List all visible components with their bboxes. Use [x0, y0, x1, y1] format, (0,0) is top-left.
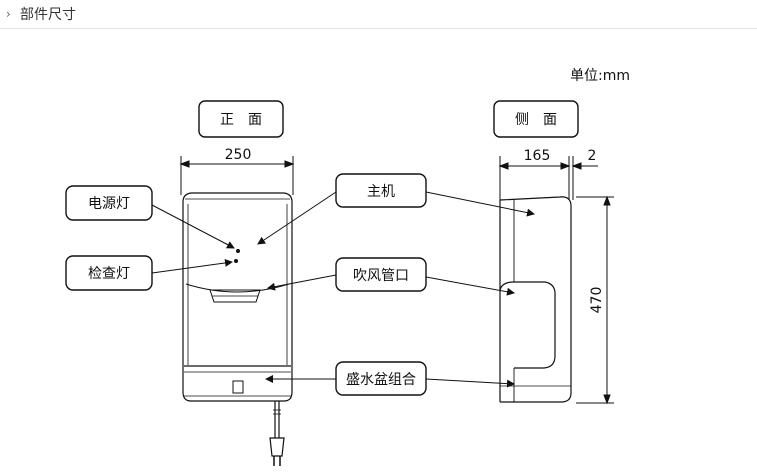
front-view-title: 正 面	[220, 112, 262, 128]
power-plug	[269, 401, 285, 466]
callout-check-light: 检查灯	[88, 266, 130, 282]
front-width-value: 250	[225, 147, 252, 163]
blow-outlet-arrow-side	[425, 276, 515, 296]
side-view-device	[499, 196, 572, 403]
height-value: 470	[589, 287, 605, 314]
front-width-dimension	[179, 156, 295, 195]
callout-basin-assembly: 盛水盆组合	[346, 372, 416, 388]
callout-blow-outlet: 吹风管口	[353, 268, 409, 284]
chevron-right-icon: ›	[6, 7, 11, 21]
callout-power-light: 电源灯	[88, 196, 130, 212]
side-view-title: 侧 面	[515, 112, 557, 128]
height-dimension	[576, 195, 614, 405]
front-view-device	[182, 192, 293, 402]
front-view-box	[198, 100, 284, 138]
unit-label: 单位:mm	[570, 68, 630, 84]
blow-outlet-arrow-front	[267, 274, 337, 291]
side-depth-dimension	[498, 156, 598, 200]
callout-power-light-box	[65, 185, 153, 221]
check-light-arrow	[151, 258, 233, 274]
section-title: 部件尺寸	[20, 7, 76, 23]
basin-arrow-side	[425, 378, 515, 388]
main-unit-arrow-side	[425, 191, 535, 217]
section-header: › 部件尺寸	[0, 0, 757, 29]
side-depth-value: 165	[524, 148, 551, 164]
callout-blow-outlet-box	[335, 257, 427, 292]
power-light-arrow	[151, 204, 235, 249]
check-light-dot	[234, 259, 238, 263]
power-light-dot	[236, 249, 240, 253]
side-gap-value: 2	[588, 148, 597, 164]
callout-main-unit: 主机	[367, 184, 395, 200]
main-unit-arrow-front	[257, 191, 337, 245]
callout-main-unit-box	[335, 173, 427, 208]
side-view-box	[493, 100, 579, 138]
